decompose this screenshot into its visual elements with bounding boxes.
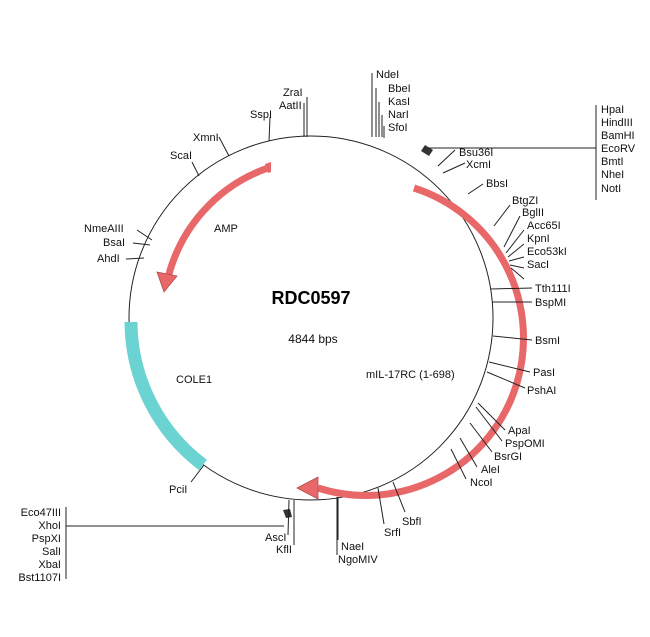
site-hpai: HpaI (601, 104, 624, 116)
site-asci: AscI (265, 532, 286, 544)
plasmid-size: 4844 bps (288, 332, 337, 346)
site-apai: ApaI (508, 425, 531, 437)
site-alei: AleI (481, 464, 500, 476)
feature-label-mil17: mIL-17RC (1-698) (366, 369, 455, 381)
plasmid-name: RDC0597 (271, 288, 350, 308)
site-saci: SacI (527, 259, 549, 271)
mil17-arrowhead (296, 476, 319, 500)
site-nari: NarI (388, 109, 409, 121)
site-noti: NotI (601, 183, 621, 195)
site-ecorv: EcoRV (601, 143, 636, 155)
site-pasi: PasI (533, 367, 555, 379)
site-ncoi: NcoI (470, 477, 493, 489)
feature-amp-arrow (164, 164, 270, 279)
mcs-block-top (421, 145, 433, 156)
feature-mil17-arrow (316, 184, 527, 499)
site-ndei: NdeI (376, 69, 399, 81)
site-bglii: BglII (522, 207, 544, 219)
site-bmti: BmtI (601, 156, 624, 168)
site-sfoi: SfoI (388, 122, 408, 134)
site-kasi: KasI (388, 96, 410, 108)
site-pspomi: PspOMI (505, 438, 545, 450)
amp-arrowhead (156, 271, 178, 293)
site-pspxi: PspXI (32, 533, 61, 545)
site-zrai: ZraI (283, 87, 303, 99)
feature-cole1-arc (124, 321, 207, 471)
site-bbei: BbeI (388, 83, 411, 95)
backbone-circle (128, 135, 494, 501)
site-xhoi: XhoI (38, 520, 61, 532)
site-bamhi: BamHI (601, 130, 635, 142)
site-bst1107i: Bst1107I (18, 572, 61, 584)
site-kfli: KflI (276, 544, 292, 556)
site-aatii: AatII (279, 100, 302, 112)
site-bsrgi: BsrGI (494, 451, 522, 463)
site-acc65i: Acc65I (527, 220, 561, 232)
mcs-block-bottom (283, 509, 292, 518)
site-nhei: NheI (601, 169, 624, 181)
site-bsai: BsaI (103, 237, 125, 249)
site-bspmi: BspMI (535, 297, 566, 309)
site-sali: SalI (42, 546, 61, 558)
site-eco53ki: Eco53kI (527, 246, 567, 258)
site-xcmi: XcmI (466, 159, 491, 171)
feature-label-amp: AMP (214, 223, 238, 235)
site-eco47iii: Eco47III (21, 507, 61, 519)
site-srfi: SrfI (384, 527, 401, 539)
site-bsmi: BsmI (535, 335, 560, 347)
site-scai: ScaI (170, 150, 192, 162)
site-bsu36i: Bsu36I (459, 147, 493, 159)
site-ngomiv: NgoMIV (338, 554, 378, 566)
site-nmeaiii: NmeAIII (84, 223, 124, 235)
site-hindiii: HindIII (601, 117, 633, 129)
site-btgzi: BtgZI (512, 195, 538, 207)
site-naei: NaeI (341, 541, 364, 553)
site-pshai: PshAI (527, 385, 556, 397)
site-kpni: KpnI (527, 233, 550, 245)
site-tth111i: Tth111I (535, 283, 571, 295)
site-sspi: SspI (250, 109, 272, 121)
feature-label-cole1: COLE1 (176, 374, 212, 386)
site-bbsi: BbsI (486, 178, 508, 190)
site-sbfi: SbfI (402, 516, 422, 528)
site-ahdi: AhdI (97, 253, 120, 265)
site-xbai: XbaI (38, 559, 61, 571)
site-pcii: PciI (169, 484, 187, 496)
site-xmni: XmnI (193, 132, 219, 144)
